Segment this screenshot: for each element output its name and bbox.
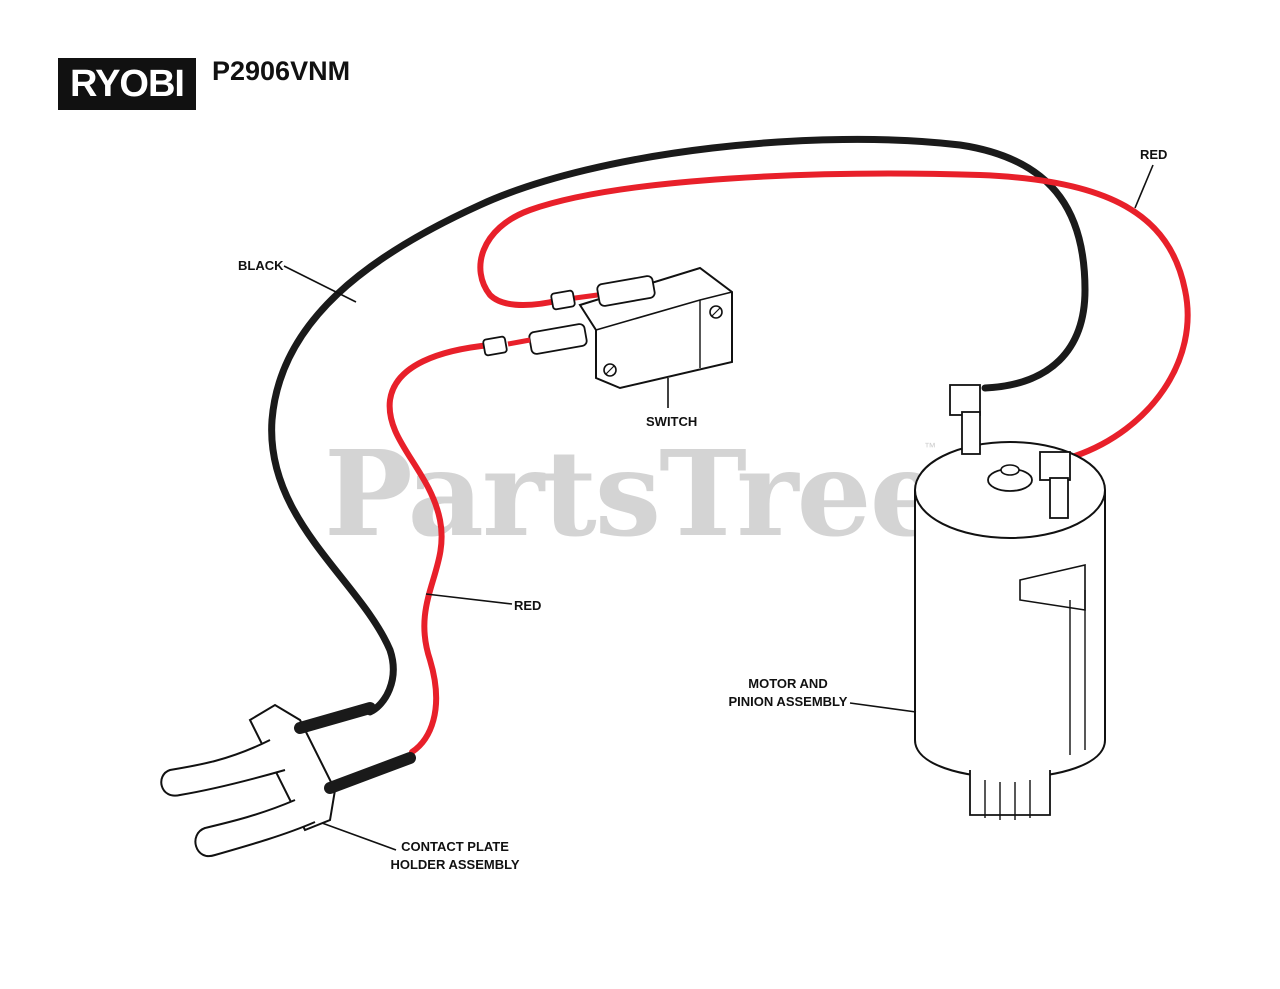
label-contact-plate: CONTACT PLATE HOLDER ASSEMBLY	[388, 838, 522, 874]
label-contact-line1: CONTACT PLATE	[401, 839, 509, 854]
switch-icon	[482, 266, 733, 390]
label-motor-line1: MOTOR AND	[748, 676, 828, 691]
black-wire	[268, 135, 1089, 716]
watermark-trademark: ™	[924, 440, 936, 454]
motor-icon	[914, 384, 1106, 820]
red-wire-upper	[477, 170, 1191, 459]
leader-contact	[321, 822, 397, 851]
contact-plate-icon	[160, 702, 416, 858]
label-red-middle: RED	[514, 598, 542, 613]
label-switch: SWITCH	[646, 414, 698, 429]
leader-red-middle	[425, 593, 513, 605]
model-number: P2906VNM	[212, 56, 351, 86]
label-black: BLACK	[238, 258, 284, 273]
brand-logo: RYOBI	[58, 58, 196, 110]
leader-red-top	[1134, 164, 1154, 209]
red-wire-lower	[386, 342, 493, 755]
leader-black	[283, 265, 357, 303]
brand-logo-text: RYOBI	[70, 63, 185, 105]
label-red-top: RED	[1140, 147, 1168, 162]
label-motor: MOTOR AND PINION ASSEMBLY	[726, 675, 850, 711]
leader-motor	[849, 702, 917, 713]
watermark: PartsTree	[324, 424, 945, 563]
label-contact-line2: HOLDER ASSEMBLY	[390, 857, 520, 872]
label-motor-line2: PINION ASSEMBLY	[728, 694, 848, 709]
